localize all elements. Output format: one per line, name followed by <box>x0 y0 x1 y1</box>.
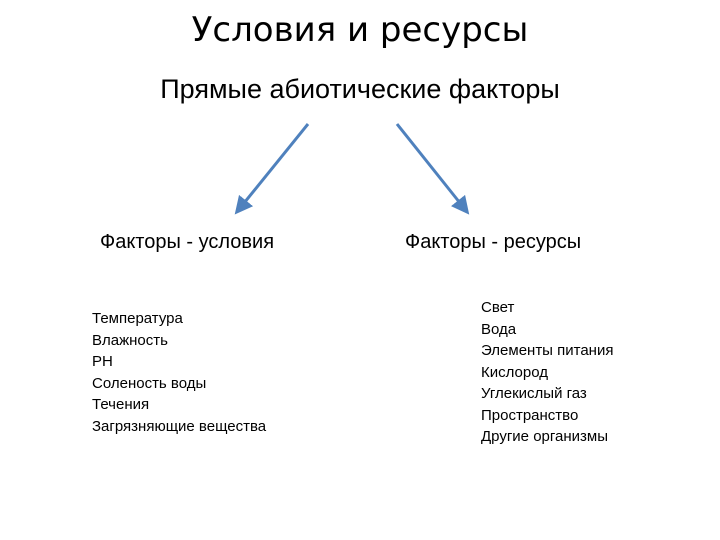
resources-list: Свет Вода Элементы питания Кислород Угле… <box>481 297 613 448</box>
list-item: Кислород <box>481 363 548 381</box>
arrow-left <box>234 123 310 215</box>
list-item: Влажность <box>92 331 168 349</box>
list-item: Пространство <box>481 406 579 424</box>
branch-label-conditions: Факторы - условия <box>100 231 275 253</box>
list-item: Соленость воды <box>92 374 207 392</box>
slide-title: Условия и ресурсы <box>191 10 529 50</box>
list-item: Вода <box>481 320 517 338</box>
list-item: Температура <box>92 310 183 327</box>
branch-label-resources: Факторы - ресурсы <box>405 231 582 253</box>
list-item: PH <box>92 353 113 370</box>
conditions-list: Температура Влажность PH Соленость воды … <box>92 308 266 437</box>
arrow-right <box>395 123 470 215</box>
list-item: Свет <box>481 299 515 316</box>
list-item: Загрязняющие вещества <box>92 417 267 435</box>
list-item: Углекислый газ <box>481 385 587 402</box>
slide-subtitle: Прямые абиотические факторы <box>160 74 560 104</box>
list-item: Течения <box>92 396 150 413</box>
list-item: Другие организмы <box>481 428 608 445</box>
list-item: Элементы питания <box>481 342 614 359</box>
